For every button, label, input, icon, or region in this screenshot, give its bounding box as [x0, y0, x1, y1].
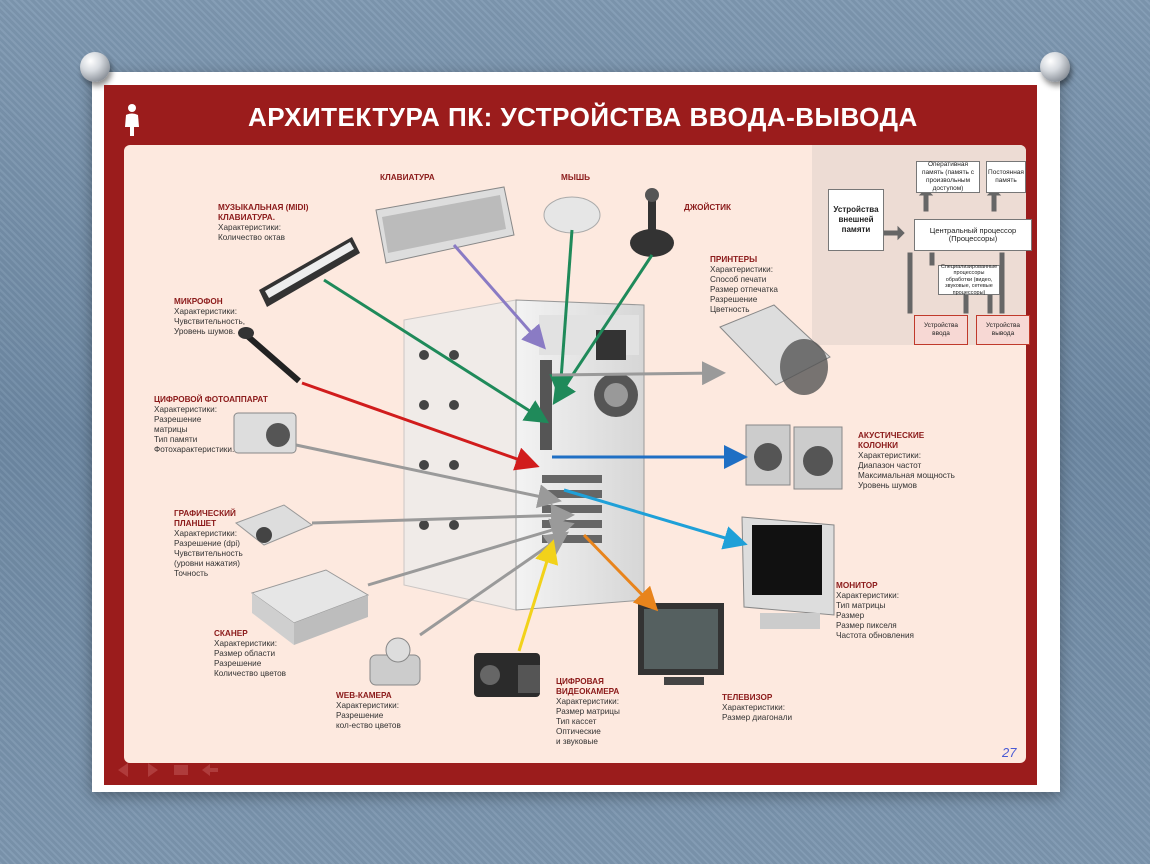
midi-label: МУЗЫКАЛЬНАЯ (MIDI)КЛАВИАТУРА. Характерис…	[218, 203, 309, 242]
tv-icon	[638, 603, 724, 685]
camcorder-connection-arrow	[517, 539, 559, 652]
microphone-connection-arrow	[301, 381, 540, 471]
monitor-label: МОНИТОР Характеристики:Тип матрицы Разме…	[836, 581, 914, 640]
midi-keyboard-icon	[259, 237, 360, 307]
return-icon	[202, 764, 218, 776]
keyboard-connection-arrow	[452, 244, 546, 350]
camera-connection-arrow	[295, 443, 562, 509]
poster-title: АРХИТЕКТУРА ПК: УСТРОЙСТВА ВВОДА-ВЫВОДА	[248, 102, 918, 132]
joystick-label: ДЖОЙСТИК	[684, 203, 731, 212]
poster: АРХИТЕКТУРА ПК: УСТРОЙСТВА ВВОДА-ВЫВОДА	[104, 85, 1037, 785]
pushpin-icon	[1040, 52, 1070, 82]
tablet-connection-arrow	[311, 503, 575, 528]
previous-icon	[118, 763, 128, 777]
graphics-tablet-icon	[234, 504, 314, 546]
digital-camera-icon	[233, 412, 297, 454]
mouse-connection-arrow	[549, 229, 574, 399]
tv-label: ТЕЛЕВИЗОР Характеристики:Размер диагонал…	[722, 693, 793, 722]
crt-monitor-icon	[741, 516, 835, 629]
monitor-connection-arrow	[563, 488, 748, 550]
figure-logo-icon	[125, 104, 139, 136]
input-devices-box: Устройства ввода	[914, 315, 968, 345]
pushpin-icon	[80, 52, 110, 82]
keyboard-icon	[375, 186, 515, 264]
diagram-panel: Устройства внешней памяти Оперативная па…	[124, 145, 1032, 763]
scanner-connection-arrow	[367, 518, 575, 587]
mouse-label: МЫШЬ	[561, 173, 590, 182]
device-illustrations	[233, 186, 843, 697]
microphone-icon	[238, 327, 301, 384]
camcorder-icon	[474, 653, 540, 697]
slide-navigation-controls[interactable]	[114, 761, 234, 779]
special-cpu-box: Специализированные процессоры обработки …	[938, 264, 1000, 296]
printers-label: ПРИНТЕРЫ Характеристики:Способ печати Ра…	[710, 255, 778, 314]
speakers-icon	[745, 424, 843, 490]
scanner-icon	[250, 569, 370, 645]
scanner-label: СКАНЕР Характеристики:Размер области Раз…	[214, 629, 287, 678]
ram-box: Оперативная память (память с произвольны…	[916, 161, 980, 193]
microphone-label: МИКРОФОН Характеристики:Чувствительность…	[174, 297, 246, 336]
mouse-icon	[543, 196, 601, 234]
next-icon	[148, 763, 158, 777]
joystick-icon	[630, 188, 674, 257]
keyboard-label: КЛАВИАТУРА	[380, 173, 435, 182]
camera-label: ЦИФРОВОЙ ФОТОАППАРАТ Характеристики:Разр…	[154, 395, 268, 454]
page-number: 27	[1002, 745, 1017, 760]
cpu-box: Центральный процессор (Процессоры)	[914, 219, 1032, 251]
webcam-icon	[369, 637, 421, 686]
external-memory-box: Устройства внешней памяти	[828, 189, 884, 251]
midi-connection-arrow	[323, 278, 550, 424]
printer-icon	[719, 304, 831, 395]
printer-connection-arrow	[551, 361, 726, 386]
webcam-label: WEB-КАМЕРА Характеристики:Разрешение кол…	[336, 691, 401, 730]
output-devices-box: Устройства вывода	[976, 315, 1030, 345]
rom-box: Постоянная память	[986, 161, 1026, 193]
tv-connection-arrow	[582, 533, 659, 612]
menu-icon	[174, 765, 188, 775]
architecture-scheme: Устройства внешней памяти Оперативная па…	[812, 145, 1032, 345]
